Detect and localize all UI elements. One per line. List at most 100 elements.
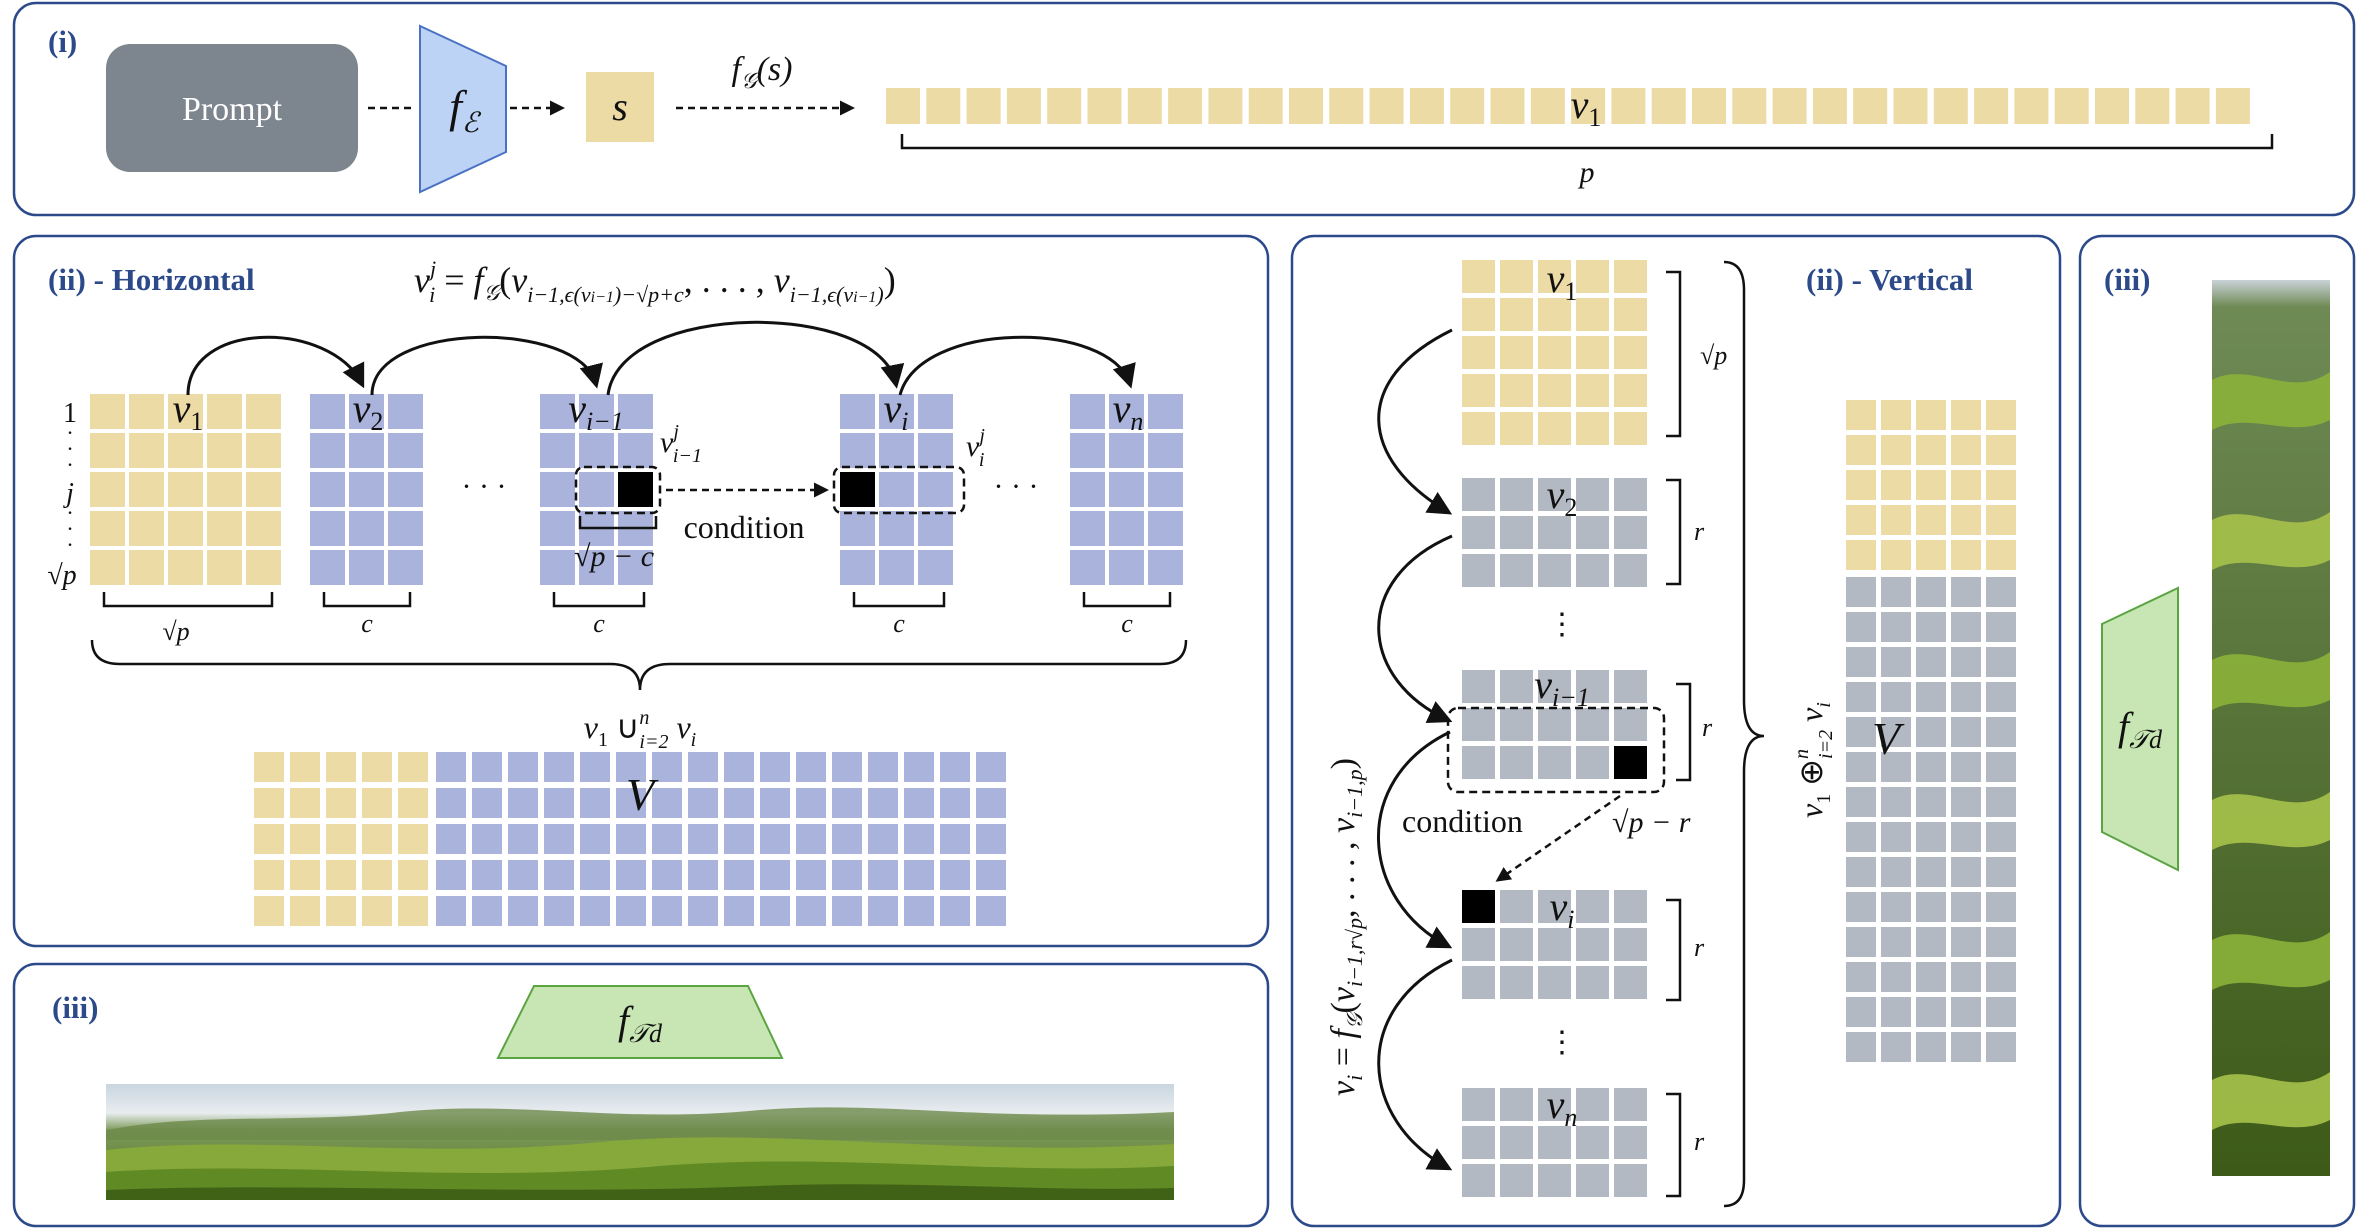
h-block-v2-cell [310, 511, 345, 546]
v-block-v2-cell [1538, 478, 1571, 511]
h-condition-box-target [832, 465, 966, 515]
v-V-gray-cell [1986, 927, 2016, 957]
h-V-yellow-cell [254, 896, 284, 926]
v-V-gray-cell [1916, 892, 1946, 922]
h-V-blue-cell [652, 824, 682, 854]
panel-iii-horizontal: (iii) f𝒯d [12, 962, 1270, 1228]
panel-iii-h-title: (iii) [52, 990, 99, 1025]
v-block-vn-cell [1614, 1164, 1647, 1197]
h-V-blue-cell [760, 896, 790, 926]
h-V-yellow-cell [362, 824, 392, 854]
v-V-gray-cell [1986, 997, 2016, 1027]
v-V-yellow-cell [1846, 470, 1876, 500]
h-block-vi-cell [918, 433, 953, 468]
panel-iii-vertical: (iii) f𝒯d [2078, 234, 2356, 1228]
sequence-token [1369, 88, 1404, 124]
v-block-v1-cell [1462, 412, 1495, 445]
h-V-blue-cell [580, 788, 610, 818]
h-V-blue-cell [472, 896, 502, 926]
h-block-vi-cell [918, 472, 953, 507]
h-V-yellow-cell [398, 896, 428, 926]
sequence-token [1127, 88, 1162, 124]
v-block-v2-cell [1500, 516, 1533, 549]
h-V-blue-cell [436, 824, 466, 854]
sequence-brace-label: p [1578, 156, 1595, 189]
h-block-v1-cell [168, 394, 203, 429]
h-block-v1-cell [207, 550, 242, 585]
h-block-v1-cell [246, 433, 281, 468]
h-V-blue-cell [940, 752, 970, 782]
h-V-blue-cell [868, 896, 898, 926]
h-V-blue-cell [544, 788, 574, 818]
v-V-gray-cell [1846, 822, 1876, 852]
sequence-token [1289, 88, 1323, 124]
v-block-vi-1-cell [1500, 708, 1533, 741]
panel-ii-v-title: (ii) - Vertical [1806, 262, 1973, 297]
v-condition-arrow [1495, 794, 1621, 882]
v-V-gray-cell [1951, 962, 1981, 992]
v-block-v2-cell [1614, 516, 1647, 549]
h-block-vn-cell [1070, 511, 1105, 546]
v-block-v1-cell [1538, 412, 1571, 445]
h-V-yellow-cell [398, 824, 428, 854]
v-block-label-v1: v1 [1547, 256, 1578, 306]
v-V-gray-cell [1916, 1032, 1946, 1062]
v-brace-label-vi-1: r [1702, 713, 1713, 742]
v-block-vi-1-cell [1500, 746, 1533, 779]
v-V-gray-cell [1986, 857, 2016, 887]
v-block-vi-cell [1576, 966, 1609, 999]
h-V-blue-cell [760, 752, 790, 782]
v-block-vn-cell [1576, 1088, 1609, 1121]
v-brace-v1 [1666, 270, 1682, 438]
h-V-blue-cell [832, 860, 862, 890]
h-V-blue-cell [472, 824, 502, 854]
h-V-blue-cell [796, 896, 826, 926]
v-block-v1-cell [1614, 412, 1647, 445]
v-block-v1-cell [1500, 374, 1533, 407]
sequence-token [1571, 88, 1606, 124]
v-V-yellow-cell [1846, 505, 1876, 535]
sequence-token [1006, 88, 1041, 124]
v-V-yellow-cell [1951, 470, 1981, 500]
h-block-v1-cell [207, 472, 242, 507]
h-V-yellow-cell [254, 788, 284, 818]
h-V-blue-cell [832, 752, 862, 782]
h-block-label-vn: vn [1113, 386, 1144, 436]
v-V-gray-cell [1881, 577, 1911, 607]
h-V-blue-cell [832, 824, 862, 854]
v-V-yellow-cell [1951, 400, 1981, 430]
v-V-gray-cell [1881, 997, 1911, 1027]
h-V-blue-cell [652, 896, 682, 926]
h-V-blue-cell [976, 896, 1006, 926]
panel-ii-v-border [1290, 234, 2062, 1228]
h-brace-label-v1: √p [162, 617, 189, 646]
v-V-yellow-cell [1881, 470, 1911, 500]
h-brace-label-vn: c [1121, 609, 1133, 638]
sequence-token [1692, 88, 1726, 124]
h-block-v1-cell [246, 394, 281, 429]
arc-v2-vi-1 [370, 335, 603, 396]
v-brace-label-vn: r [1694, 1127, 1705, 1156]
h-block-vn-cell [1148, 433, 1183, 468]
h-block-vn-cell [1109, 550, 1144, 585]
v-V-yellow-cell [1986, 540, 2016, 570]
h-block-vi-cell [918, 511, 953, 546]
h-block-vn-cell [1109, 394, 1144, 429]
h-brace-label-vi: c [893, 609, 905, 638]
h-dots-right: · · · [994, 470, 1039, 503]
prompt-box [106, 44, 358, 172]
h-V-blue-cell [580, 896, 610, 926]
v-block-vi-cell [1614, 890, 1647, 923]
h-offset-brace [578, 516, 658, 530]
h-V-blue-cell [616, 896, 646, 926]
sequence-token [1772, 88, 1807, 124]
h-V-blue-cell [472, 860, 502, 890]
v-V-yellow-cell [1846, 435, 1876, 465]
h-block-label-vi: vi [884, 386, 909, 436]
h-V-blue-cell [796, 860, 826, 890]
h-V-blue-cell [472, 788, 502, 818]
v-block-v1-cell [1614, 298, 1647, 331]
h-V-blue-cell [940, 788, 970, 818]
v-block-v1-cell [1500, 336, 1533, 369]
v-block-vi-cell [1538, 928, 1571, 961]
